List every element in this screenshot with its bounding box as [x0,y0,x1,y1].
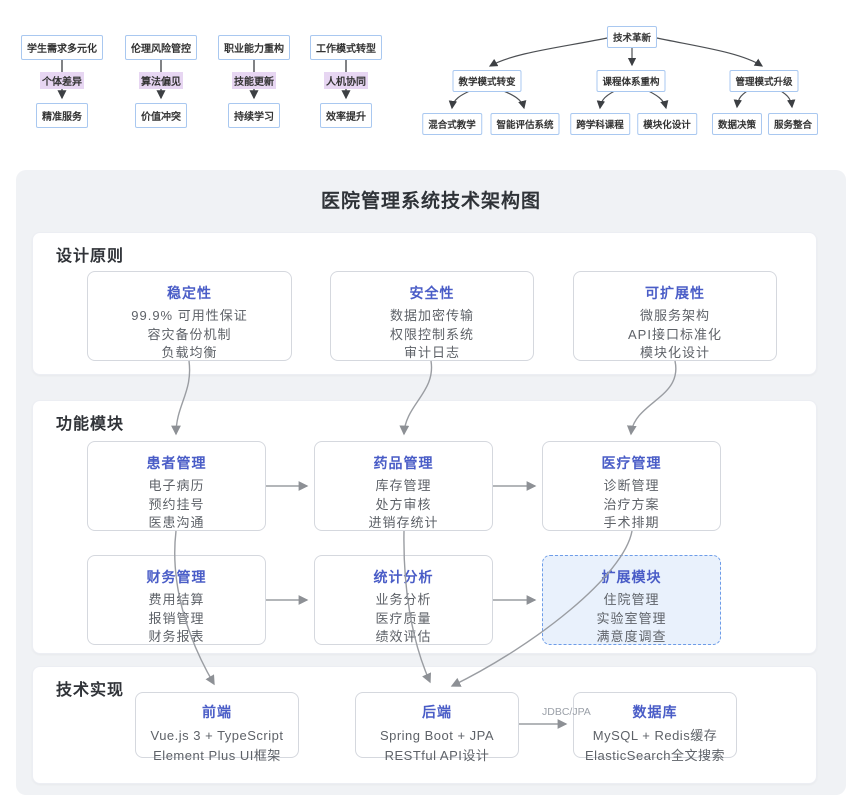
node-item: 费用结算 [148,592,205,607]
node-item: 预约挂号 [148,496,205,512]
node-item: MySQL + Redis缓存 [592,728,718,743]
tree-branch-3: 管理模式升级 [729,70,799,92]
node-items: 住院管理 实验室管理 满意度调查 [543,591,720,647]
node-item: Vue.js 3 + TypeScript [150,728,284,743]
tree-root-node: 技术革新 [606,26,658,48]
node-item: 负载均衡 [161,345,218,360]
node-title: 前端 [202,704,232,720]
node-item: RESTful API设计 [384,748,490,763]
node-title: 医疗管理 [601,455,662,471]
tree-branch-1: 教学模式转变 [452,70,522,92]
node-items: 业务分析 医疗质量 绩效评估 [315,591,492,647]
node-frontend: 前端 Vue.js 3 + TypeScript Element Plus UI… [135,692,299,763]
node-item: 实验室管理 [596,610,667,626]
node-title: 统计分析 [373,569,434,585]
node-items: 99.9% 可用性保证 容灾备份机制 负载均衡 [88,307,291,363]
node-backend: 后端 Spring Boot + JPA RESTful API设计 [355,692,519,763]
node-item: 微服务架构 [639,308,710,323]
miniflow-1-edge-label: 个体差异 [40,72,84,89]
node-title: 后端 [422,704,452,720]
architecture-title: 医院管理系统技术架构图 [320,191,541,212]
miniflow-4-top-node: 工作模式转型 [310,35,382,60]
node-items: 电子病历 预约挂号 医患沟通 [88,477,265,533]
miniflow-2-top-node: 伦理风险管控 [125,35,197,60]
node-items: 微服务架构 API接口标准化 模块化设计 [574,307,776,363]
tree-leaf-5: 数据决策 [711,113,763,135]
node-item: 医疗质量 [375,610,432,626]
node-drug-mgmt: 药品管理 库存管理 处方审核 进销存统计 [314,441,493,531]
node-scalability: 可扩展性 微服务架构 API接口标准化 模块化设计 [573,271,777,361]
tree-leaf-1: 混合式教学 [422,113,482,135]
miniflow-3-bottom-node: 持续学习 [228,103,280,128]
node-items: Spring Boot + JPA RESTful API设计 [356,726,518,766]
node-extension-modules: 扩展模块 住院管理 实验室管理 满意度调查 [542,555,721,645]
miniflow-3-edge-label: 技能更新 [232,72,276,89]
node-title: 安全性 [409,285,455,301]
miniflow-4-edge-label: 人机协同 [324,72,368,89]
tree-leaf-4: 模块化设计 [637,113,697,135]
node-title: 扩展模块 [601,569,662,585]
node-item: Spring Boot + JPA [379,728,495,743]
node-item: 处方审核 [375,496,432,512]
node-item: 模块化设计 [639,345,710,360]
node-item: 权限控制系统 [389,326,474,342]
node-item: 业务分析 [375,592,432,607]
miniflow-2-edge-label: 算法偏见 [139,72,183,89]
node-item: 财务报表 [148,629,205,644]
node-title: 患者管理 [146,455,207,471]
miniflow-3-top-node: 职业能力重构 [218,35,290,60]
node-item: 住院管理 [603,592,660,607]
node-item: 99.9% 可用性保证 [131,308,248,323]
node-item: 数据加密传输 [389,308,474,323]
section-label-tech: 技术实现 [56,682,125,699]
node-item: 诊断管理 [603,478,660,493]
top-diagrams-connectors [57,36,796,110]
node-item: 报销管理 [148,610,205,626]
node-title: 数据库 [632,704,678,720]
node-items: 诊断管理 治疗方案 手术排期 [543,477,720,533]
node-item: 库存管理 [375,478,432,493]
node-title: 药品管理 [373,455,434,471]
node-statistics: 统计分析 业务分析 医疗质量 绩效评估 [314,555,493,645]
node-title: 可扩展性 [645,285,705,301]
tree-branch-2: 课程体系重构 [596,70,666,92]
node-item: 电子病历 [148,478,205,493]
node-item: 审计日志 [403,345,460,360]
node-items: 库存管理 处方审核 进销存统计 [315,477,492,533]
node-item: 手术排期 [603,515,660,530]
jdbc-edge-label: JDBC/JPA [542,706,591,718]
tree-leaf-6: 服务整合 [767,113,819,135]
node-title: 财务管理 [146,569,207,585]
node-stability: 稳定性 99.9% 可用性保证 容灾备份机制 负载均衡 [87,271,292,361]
tree-leaf-2: 智能评估系统 [490,113,560,135]
node-item: 绩效评估 [375,629,432,644]
node-security: 安全性 数据加密传输 权限控制系统 审计日志 [330,271,534,361]
section-label-modules: 功能模块 [56,416,125,433]
section-label-principles: 设计原则 [56,248,125,265]
node-item: Element Plus UI框架 [153,748,281,763]
node-items: MySQL + Redis缓存 ElasticSearch全文搜索 [574,726,736,766]
node-database: 数据库 MySQL + Redis缓存 ElasticSearch全文搜索 [573,692,737,763]
node-item: 满意度调查 [596,629,667,644]
node-finance-mgmt: 财务管理 费用结算 报销管理 财务报表 [87,555,266,645]
node-item: 治疗方案 [603,496,660,512]
miniflow-1-top-node: 学生需求多元化 [21,35,103,60]
node-item: API接口标准化 [628,326,722,342]
tree-leaf-3: 跨学科课程 [570,113,630,135]
node-item: 容灾备份机制 [147,326,232,342]
node-item: ElasticSearch全文搜索 [585,748,725,763]
node-medical-mgmt: 医疗管理 诊断管理 治疗方案 手术排期 [542,441,721,531]
node-item: 进销存统计 [368,515,439,530]
node-items: Vue.js 3 + TypeScript Element Plus UI框架 [136,726,298,766]
node-title: 稳定性 [167,285,212,301]
node-items: 数据加密传输 权限控制系统 审计日志 [331,307,533,363]
node-items: 费用结算 报销管理 财务报表 [88,591,265,647]
miniflow-2-bottom-node: 价值冲突 [135,103,187,128]
node-item: 医患沟通 [148,515,205,530]
miniflow-1-bottom-node: 精准服务 [36,103,88,128]
miniflow-4-bottom-node: 效率提升 [320,103,372,128]
node-patient-mgmt: 患者管理 电子病历 预约挂号 医患沟通 [87,441,266,531]
